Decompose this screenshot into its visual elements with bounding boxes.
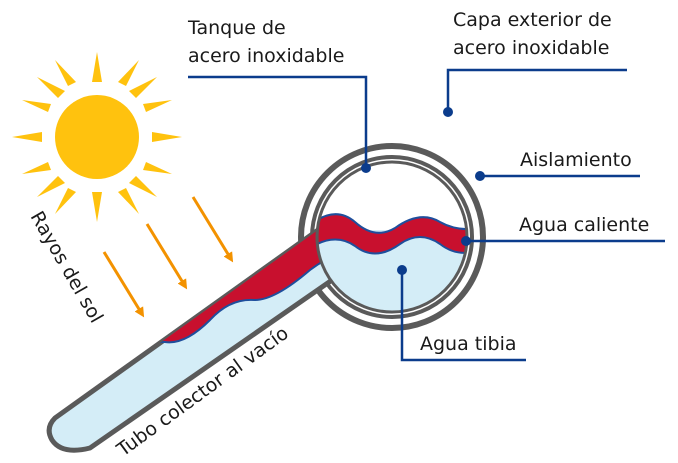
label-outer-layer-line2: acero inoxidable xyxy=(453,37,609,59)
vacuum-tube xyxy=(46,227,361,453)
label-sun-rays: Rayos del sol xyxy=(26,208,108,327)
leader-tank xyxy=(188,75,368,168)
label-tank-line2: acero inoxidable xyxy=(188,45,344,67)
label-tank-line1: Tanque de xyxy=(187,17,286,39)
label-insulation: Aislamiento xyxy=(520,149,632,171)
label-hot-water: Agua caliente xyxy=(519,214,649,236)
ray-arrows xyxy=(102,196,234,318)
tank-water xyxy=(317,213,467,312)
leader-lines xyxy=(188,68,665,362)
dot-tank xyxy=(361,163,371,173)
leader-warm-water xyxy=(400,270,526,362)
dot-warm-water xyxy=(397,265,407,275)
leader-dots xyxy=(361,107,485,275)
label-outer-layer-line1: Capa exterior de xyxy=(453,9,612,31)
dot-outer-layer xyxy=(443,107,453,117)
sun-rays xyxy=(12,52,182,222)
hot-water-layer xyxy=(317,213,467,255)
arrow-icon xyxy=(102,251,145,318)
leader-outer-layer xyxy=(446,68,627,112)
sun-disc xyxy=(55,95,139,179)
dot-hot-water xyxy=(461,236,471,246)
arrow-icon xyxy=(145,223,188,290)
sun-icon xyxy=(12,52,182,222)
dot-insulation xyxy=(475,171,485,181)
arrow-icon xyxy=(191,196,234,263)
label-warm-water: Agua tibia xyxy=(420,333,517,355)
